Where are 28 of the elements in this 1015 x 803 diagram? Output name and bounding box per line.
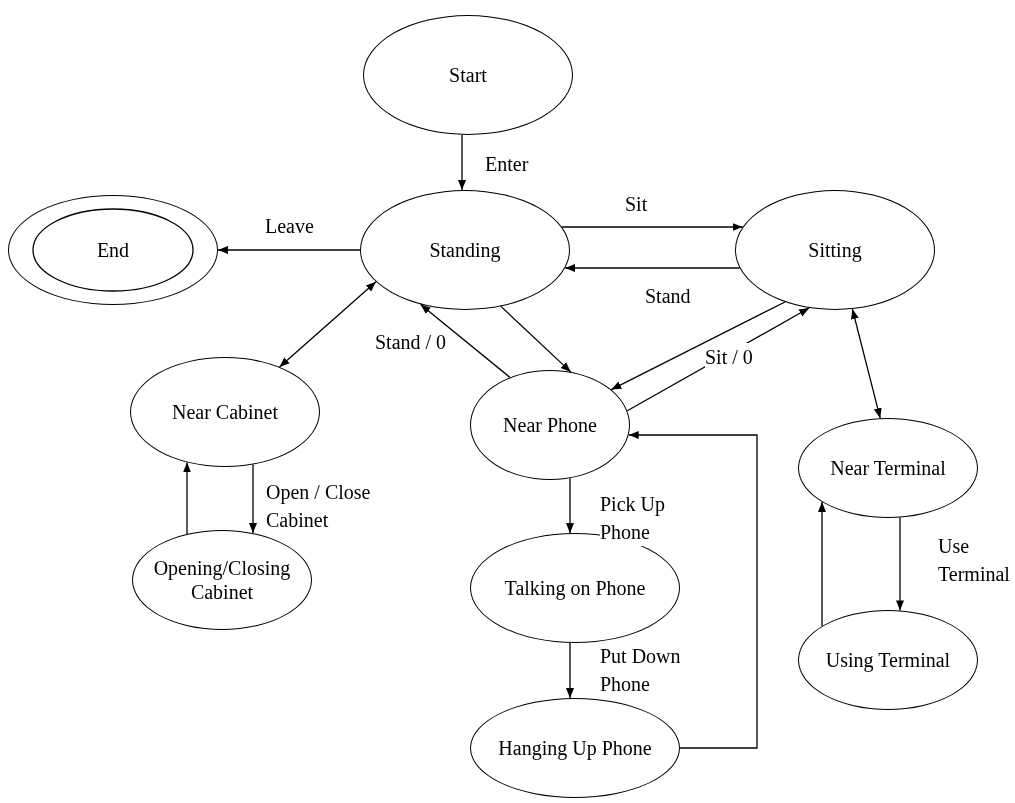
state-label: Using Terminal bbox=[824, 648, 952, 672]
arrow bbox=[561, 223, 744, 231]
arrow bbox=[628, 431, 758, 749]
state-label: Hanging Up Phone bbox=[497, 736, 653, 760]
arrow bbox=[564, 264, 741, 272]
arrow bbox=[566, 642, 574, 699]
state-label: Start bbox=[448, 63, 488, 87]
arrow bbox=[896, 516, 904, 612]
state-label: Opening/Closing Cabinet bbox=[152, 556, 292, 604]
state-label: End bbox=[95, 238, 131, 262]
state-label: Standing bbox=[428, 238, 502, 262]
arrow bbox=[249, 463, 257, 534]
state-label: Near Cabinet bbox=[170, 400, 280, 424]
arrow bbox=[419, 303, 511, 379]
arrow bbox=[458, 134, 466, 191]
arrow bbox=[851, 308, 882, 419]
state-label: Sitting bbox=[807, 238, 863, 262]
arrow bbox=[566, 477, 574, 534]
arrow bbox=[610, 301, 786, 391]
arrow bbox=[183, 461, 191, 535]
state-label: Talking on Phone bbox=[503, 576, 647, 600]
arrow bbox=[278, 281, 377, 368]
arrow bbox=[500, 305, 572, 373]
arrow bbox=[217, 246, 361, 254]
edge-label: Sit / 0 bbox=[705, 343, 753, 371]
arrow bbox=[818, 501, 826, 627]
state-label: Near Phone bbox=[502, 413, 598, 437]
state-label: Near Terminal bbox=[829, 456, 947, 480]
